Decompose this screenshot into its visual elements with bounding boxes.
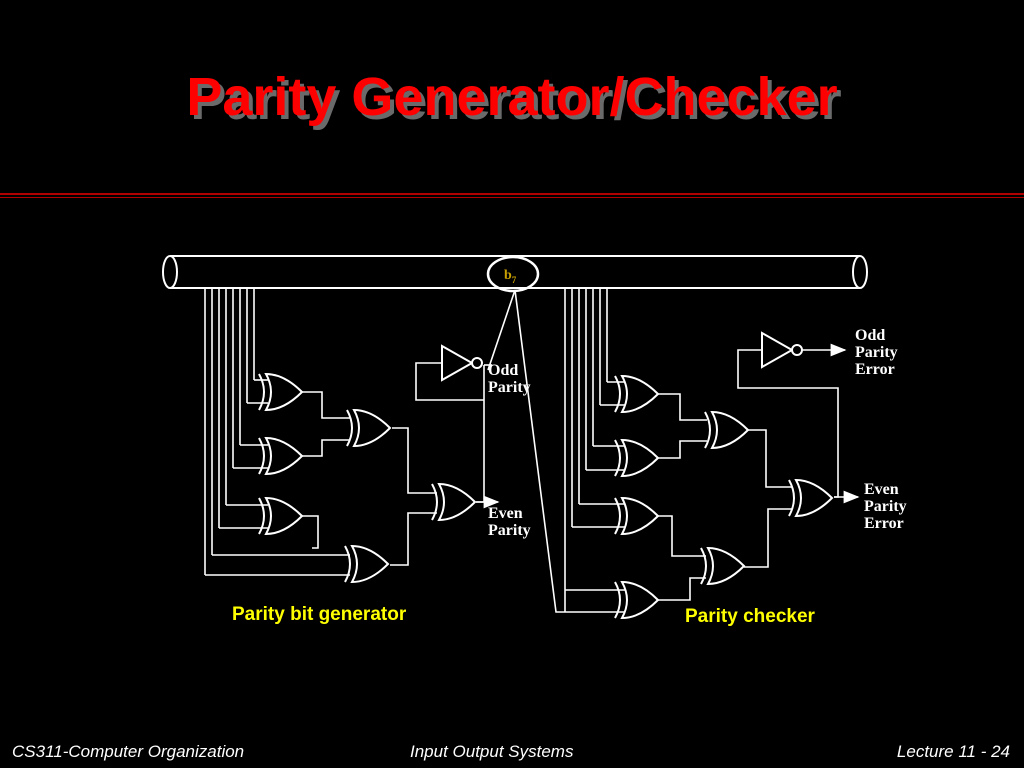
generator-caption: Parity bit generator bbox=[232, 604, 407, 625]
b7-highlight bbox=[486, 255, 540, 293]
gen-xor-gate-2 bbox=[264, 436, 304, 476]
footer-course: CS311-Computer Organization bbox=[12, 742, 245, 761]
chk-inverter-bubble bbox=[791, 344, 803, 356]
gen-xor-gate-5 bbox=[350, 544, 390, 584]
chk-xor-gate-5-back-curve bbox=[704, 411, 711, 449]
gen-xor-gate-6 bbox=[437, 482, 477, 522]
title-divider bbox=[0, 193, 1024, 195]
data-bus bbox=[162, 255, 868, 289]
checker-even-parity-error-label: Even Parity Error bbox=[864, 481, 907, 532]
chk-xor-gate-6 bbox=[706, 546, 746, 586]
gen-xor-gate-5-back-curve bbox=[344, 545, 351, 583]
gen-xor-gate-3 bbox=[264, 496, 304, 536]
gen-xor-gate-4 bbox=[352, 408, 392, 448]
bus-b7-label: b7 bbox=[504, 268, 517, 285]
bus-bits-label: b0b1b2b3b4b5b6 bbox=[370, 264, 457, 281]
generator-odd-parity-label: Odd Parity bbox=[488, 362, 531, 396]
generator-wires bbox=[204, 289, 500, 576]
gen-xor-gate-4-back-curve bbox=[346, 409, 353, 447]
gen-inverter-bubble bbox=[471, 357, 483, 369]
chk-xor-gate-4 bbox=[620, 580, 660, 620]
gen-inverter bbox=[441, 344, 475, 382]
gen-xor-gate-1-back-curve bbox=[258, 373, 265, 411]
chk-xor-gate-5 bbox=[710, 410, 750, 450]
footer-topic: Input Output Systems bbox=[410, 742, 574, 761]
chk-xor-gate-2 bbox=[620, 438, 660, 478]
chk-xor-gate-1-back-curve bbox=[614, 375, 621, 413]
chk-inverter bbox=[761, 331, 795, 369]
chk-xor-gate-7-back-curve bbox=[788, 479, 795, 517]
chk-xor-gate-4-back-curve bbox=[614, 581, 621, 619]
gen-xor-gate-2-back-curve bbox=[258, 437, 265, 475]
chk-xor-gate-1 bbox=[620, 374, 660, 414]
chk-xor-gate-3-back-curve bbox=[614, 497, 621, 535]
slide-title: Parity Generator/Checker bbox=[186, 67, 838, 127]
checker-odd-parity-error-label: Odd Parity Error bbox=[855, 327, 898, 378]
chk-xor-gate-2-back-curve bbox=[614, 439, 621, 477]
bit-prefix: b bbox=[370, 264, 378, 279]
chk-xor-gate-6-back-curve bbox=[700, 547, 707, 585]
title-divider-thin bbox=[0, 197, 1024, 198]
checker-caption: Parity checker bbox=[685, 606, 815, 627]
generator-even-parity-label: Even Parity bbox=[488, 505, 531, 539]
gen-xor-gate-1 bbox=[264, 372, 304, 412]
chk-xor-gate-7 bbox=[794, 478, 834, 518]
footer-lecture: Lecture 11 - 24 bbox=[896, 742, 1010, 761]
chk-xor-gate-3 bbox=[620, 496, 660, 536]
checker-wires bbox=[487, 289, 860, 613]
gen-xor-gate-3-back-curve bbox=[258, 497, 265, 535]
gen-xor-gate-6-back-curve bbox=[431, 483, 438, 521]
